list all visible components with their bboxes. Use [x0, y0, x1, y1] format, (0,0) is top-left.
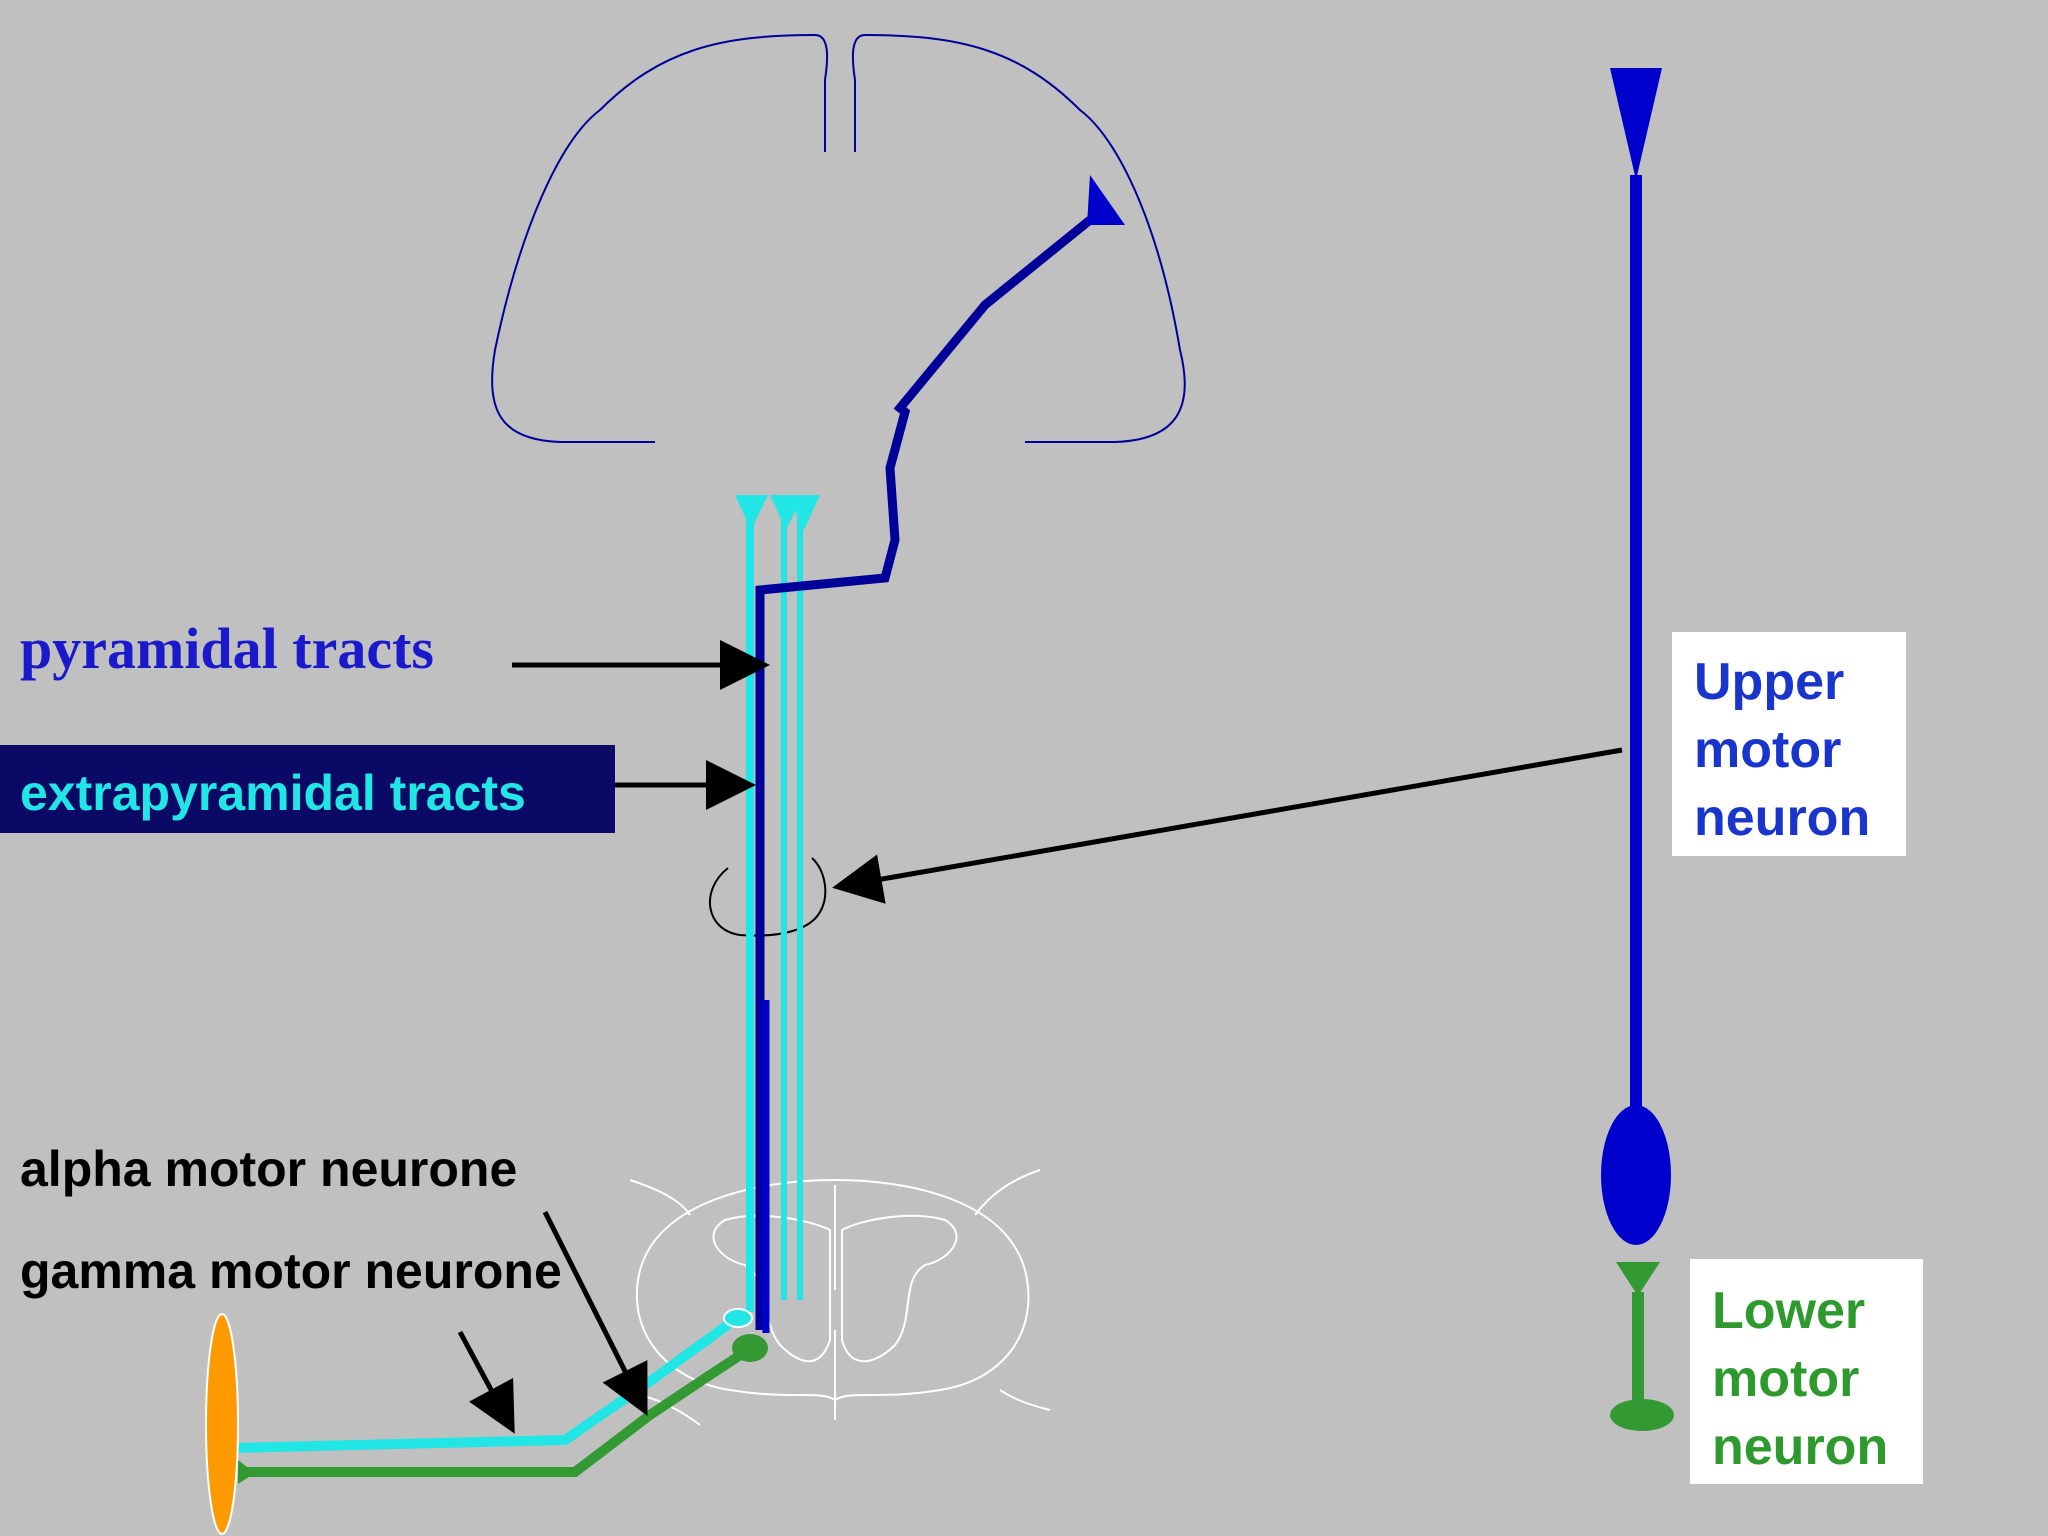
upper-motor-neuron-label-box: Upper motor neuron: [1672, 632, 1906, 856]
medulla-pyramid-outline: [708, 857, 827, 937]
pyramidal-cell-body: [1087, 175, 1125, 225]
upper-motor-neuron-line-3: neuron: [1694, 789, 1871, 847]
gamma-motor-neurone-axon: [231, 1313, 740, 1453]
pointer-arrows: [457, 640, 1623, 1434]
upper-motor-neuron-line-1: Upper: [1694, 653, 1845, 711]
muscle-fiber: [205, 1313, 239, 1535]
lower-motor-neuron-symbol: [1610, 1262, 1674, 1431]
pyramidal-tract-line: [755, 216, 1093, 1330]
lower-motor-neuron-line-3: neuron: [1712, 1418, 1889, 1476]
alpha-motor-neurone-cell-body: [732, 1334, 768, 1362]
gamma-motor-neurone-cell-body: [723, 1308, 753, 1328]
pyramidal-tracts-label: pyramidal tracts: [20, 616, 434, 681]
extrapyramidal-tracts-label: extrapyramidal tracts: [20, 765, 526, 821]
lower-motor-neuron-line-2: motor: [1712, 1350, 1860, 1408]
alpha-motor-neurone-end-plate: [238, 1460, 255, 1484]
gamma-motor-neurone-label: gamma motor neurone: [20, 1243, 562, 1299]
alpha-motor-neurone-axon: [245, 1345, 751, 1477]
alpha-motor-neurone-label: alpha motor neurone: [20, 1141, 518, 1197]
spinal-cord-cross-section: [629, 1169, 1051, 1426]
brain-outline: [491, 33, 1186, 443]
extrapyramidal-label-background: [0, 745, 615, 833]
lower-motor-neuron-line-1: Lower: [1712, 1282, 1866, 1340]
lower-motor-neuron-label-box: Lower motor neuron: [1690, 1259, 1923, 1484]
upper-motor-neuron-line-2: motor: [1694, 721, 1842, 779]
upper-motor-neuron-symbol: [1601, 68, 1671, 1245]
extrapyramidal-cell-bodies: [735, 495, 820, 530]
